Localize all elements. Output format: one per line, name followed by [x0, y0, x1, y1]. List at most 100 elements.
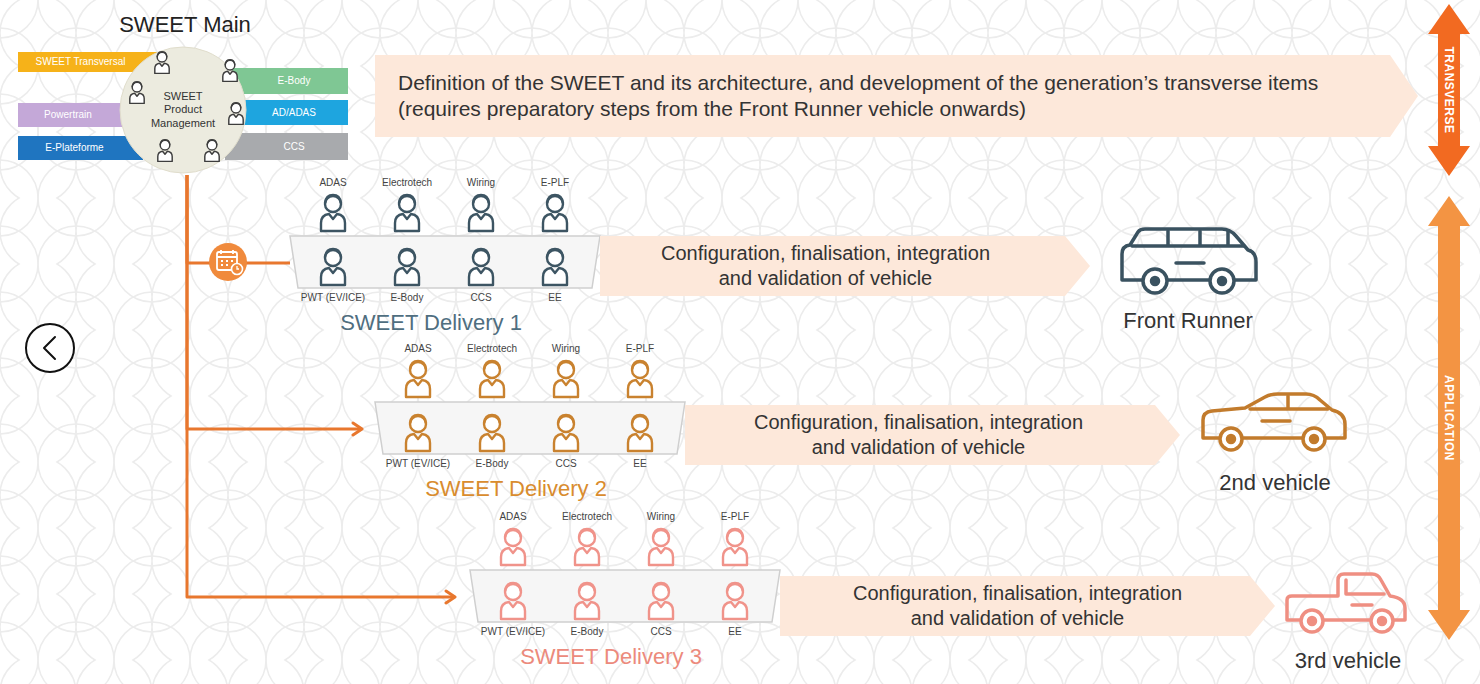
- role-label: EE: [728, 626, 741, 638]
- bar-text: E-Plateforme: [18, 142, 131, 154]
- person-icon: [321, 249, 345, 285]
- banner-fill: [600, 236, 1090, 296]
- role-label: ADAS: [499, 511, 526, 523]
- sedan-icon: [1203, 394, 1345, 450]
- banner-fill: [780, 576, 1275, 636]
- person-icon: [575, 529, 599, 565]
- sedan-windows: [1250, 396, 1328, 409]
- heading-text: SWEET Main: [95, 12, 275, 38]
- management-circle: SWEET MainSWEET Product Management: [118, 10, 252, 175]
- platform-trapezoid: [470, 570, 780, 622]
- role-label: EE: [548, 292, 561, 304]
- person-icon: [155, 52, 169, 74]
- bar-fill: [18, 136, 143, 160]
- role-label: Wiring: [467, 177, 495, 189]
- person-icon: [501, 529, 525, 565]
- van-windows: [1132, 231, 1244, 246]
- person-icon: [649, 583, 673, 619]
- delivery-platform: SWEET Delivery 1: [290, 176, 610, 340]
- role-label: Electrotech: [382, 177, 432, 189]
- role-label: CCS: [470, 292, 491, 304]
- vehicle-name: 2nd vehicle: [1219, 470, 1330, 496]
- person-icon: [205, 140, 219, 162]
- delivery-caption: SWEET Delivery 1: [301, 310, 561, 336]
- axis-text: APPLICATION: [1442, 375, 1456, 461]
- van-hub: [1219, 278, 1226, 285]
- bar-text: AD/ADAS: [240, 107, 348, 119]
- role-label: E-Body: [571, 626, 604, 638]
- bar-text: Powertrain: [18, 109, 118, 121]
- back-button: [26, 324, 74, 372]
- banner-fill: [685, 405, 1180, 465]
- pickup-wheel: [1371, 610, 1393, 632]
- person-icon: [543, 195, 567, 231]
- person-icon: [628, 415, 652, 451]
- van-body: [1122, 229, 1256, 280]
- van-wheel: [1143, 269, 1167, 293]
- person-icon: [649, 529, 673, 565]
- person-icon: [575, 583, 599, 619]
- sedan-hub: [1228, 436, 1235, 443]
- person-icon: [469, 249, 493, 285]
- banner-text: Configuration, finalisation, integration…: [653, 241, 998, 291]
- platform-trapezoid: [375, 402, 685, 454]
- person-icon: [554, 361, 578, 397]
- circle-text: SWEET Product Management: [147, 90, 219, 130]
- role-label: Wiring: [552, 343, 580, 355]
- pickup-wheel: [1301, 610, 1323, 632]
- calendar-icon: [209, 243, 247, 281]
- back-chevron: [44, 337, 55, 359]
- calendar-days: [221, 261, 233, 265]
- clock-hands: [237, 266, 239, 269]
- bar-text: E-Body: [240, 75, 348, 87]
- domain-bar: E-Plateforme: [18, 136, 143, 160]
- role-label: PWT (EV/ICE): [481, 626, 545, 638]
- van-handle: [1176, 261, 1204, 265]
- role-label: EE: [633, 458, 646, 470]
- pickup-handle: [1352, 603, 1372, 607]
- person-icon: [321, 195, 345, 231]
- axis-arrow-fill: [1428, 4, 1470, 176]
- pickup-icon: [1287, 574, 1405, 632]
- person-icon: [469, 195, 493, 231]
- person-icon: [554, 415, 578, 451]
- bar-fill: [18, 103, 133, 127]
- banner-text: Configuration, finalisation, integration…: [845, 581, 1190, 631]
- domain-bar: Powertrain: [18, 103, 133, 127]
- person-icon: [723, 583, 747, 619]
- pickup-hub: [1379, 618, 1386, 625]
- bar-fill: [225, 100, 348, 125]
- delivery-caption: SWEET Delivery 2: [386, 476, 646, 502]
- domain-bar: E-Body: [225, 68, 348, 94]
- role-label: ADAS: [404, 343, 431, 355]
- pickup-window: [1346, 580, 1384, 594]
- platform-trapezoid: [290, 236, 600, 288]
- pickup-hub: [1309, 618, 1316, 625]
- van-icon: [1122, 229, 1256, 293]
- bar-text: CCS: [240, 141, 348, 153]
- bar-fill: [225, 133, 348, 160]
- person-icon: [480, 361, 504, 397]
- person-icon: [501, 583, 525, 619]
- domain-bar: CCS: [225, 133, 348, 160]
- vehicle-name: Front Runner: [1123, 308, 1253, 334]
- person-icon: [723, 529, 747, 565]
- banner-fill: [375, 55, 1418, 137]
- sedan-wheel: [1220, 428, 1242, 450]
- role-label: Electrotech: [562, 511, 612, 523]
- calendar-rings: [217, 250, 237, 257]
- bar-fill: [225, 68, 348, 94]
- bar-text: SWEET Transversal: [18, 56, 143, 68]
- person-icon: [406, 415, 430, 451]
- delivery-platform: SWEET Delivery 3: [455, 510, 785, 674]
- role-label: E-PLF: [626, 343, 654, 355]
- delivery-caption: SWEET Delivery 3: [481, 644, 741, 670]
- role-label: CCS: [650, 626, 671, 638]
- arrow-banner: Definition of the SWEET and its architec…: [375, 55, 1418, 137]
- role-label: E-PLF: [541, 177, 569, 189]
- role-label: E-Body: [476, 458, 509, 470]
- banner-shape: [375, 55, 1418, 137]
- person-icon: [628, 361, 652, 397]
